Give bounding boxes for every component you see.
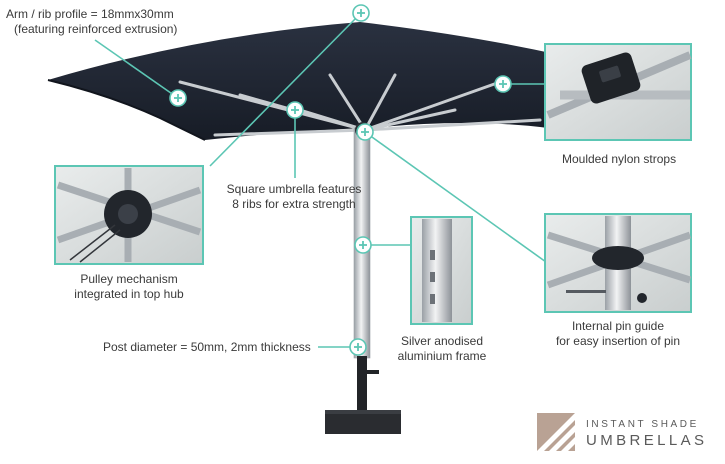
canopy [47,22,560,141]
callout-arm-rib-line2: (featuring reinforced extrusion) [14,22,178,36]
marker-circles [169,4,512,356]
callout-pulley: Pulley mechanism integrated in top hub [54,272,204,302]
callout-pulley-line2: integrated in top hub [74,287,184,301]
photo-silver-frame [410,216,473,325]
photo-nylon-strops [544,43,692,141]
callout-pulley-line1: Pulley mechanism [80,272,178,286]
brand-name-line1: INSTANT SHADE [586,419,699,430]
callout-square-umbrella: Square umbrella features 8 ribs for extr… [214,182,374,212]
callout-pin-guide: Internal pin guide for easy insertion of… [540,319,696,349]
callout-arm-rib-line1: Arm / rib profile = 18mmx30mm [6,7,174,21]
callout-square-line2: 8 ribs for extra strength [232,197,356,211]
ribs [178,73,542,137]
callout-pin-line2: for easy insertion of pin [555,334,681,348]
callout-arm-rib-profile: Arm / rib profile = 18mmx30mm (featuring… [6,7,177,37]
photo-pulley [54,165,204,265]
pole [325,127,401,434]
callout-post-text: Post diameter = 50mm, 2mm thickness [103,340,311,354]
marker-plus-icons [174,9,507,351]
callout-silver-line1: Silver anodised [400,334,484,348]
callout-silver-line2: aluminium frame [397,349,487,363]
brand-logo-mark [537,413,575,451]
callout-silver-frame: Silver anodised aluminium frame [387,334,497,364]
callout-nylon-strops: Moulded nylon strops [562,152,676,167]
brand-name-line2: UMBRELLAS [586,432,708,449]
callout-nylon-text: Moulded nylon strops [562,152,677,166]
callout-square-line1: Square umbrella features [226,182,362,196]
photo-pin-guide [544,213,692,313]
callout-post-diameter: Post diameter = 50mm, 2mm thickness [103,340,311,355]
callout-pin-line1: Internal pin guide [571,319,665,333]
